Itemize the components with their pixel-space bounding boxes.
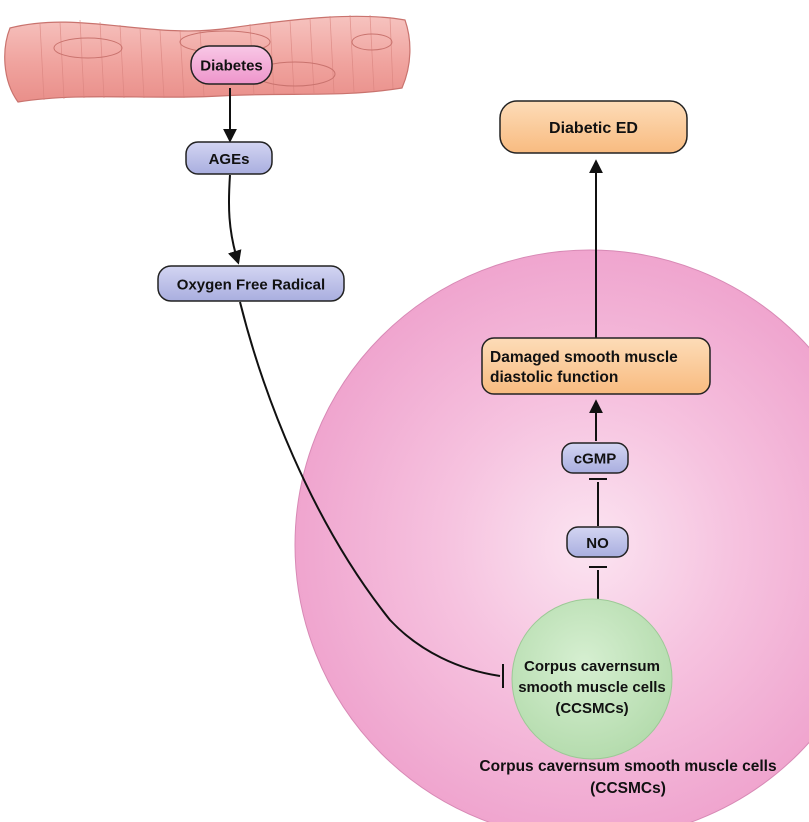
no-label: NO [586, 535, 609, 552]
ccsmc-label-line2: smooth muscle cells [518, 679, 666, 696]
cgmp-label: cGMP [574, 451, 617, 468]
diabetes-label: Diabetes [200, 58, 263, 75]
diabetic-ed-label: Diabetic ED [549, 120, 638, 137]
node-no: NO [566, 526, 629, 558]
node-oxygen-free-radical: Oxygen Free Radical [157, 265, 345, 302]
ccsmc-label-line1: Corpus cavernsum [524, 658, 660, 675]
node-ages: AGEs [185, 141, 273, 175]
node-ccsmc-cell: Corpus cavernsum smooth muscle cells (CC… [511, 598, 673, 760]
damaged-label-line2: diastolic function [490, 369, 618, 386]
ccsmc-label-line3: (CCSMCs) [555, 700, 628, 717]
damaged-label-line1: Damaged smooth muscle [490, 349, 678, 366]
oxygen-free-radical-label: Oxygen Free Radical [177, 277, 325, 294]
ages-label: AGEs [209, 151, 250, 168]
node-cgmp: cGMP [561, 442, 629, 474]
caption-line2: (CCSMCs) [590, 780, 666, 797]
edge-ages-oxygen [227, 174, 242, 265]
node-damaged-smooth-muscle: Damaged smooth muscle diastolic function [481, 337, 711, 395]
caption-line1: Corpus cavernsum smooth muscle cells [479, 758, 776, 775]
edge-oxygen-ccsmc [239, 301, 501, 677]
node-diabetes: Diabetes [190, 45, 273, 85]
node-diabetic-ed: Diabetic ED [499, 100, 688, 154]
